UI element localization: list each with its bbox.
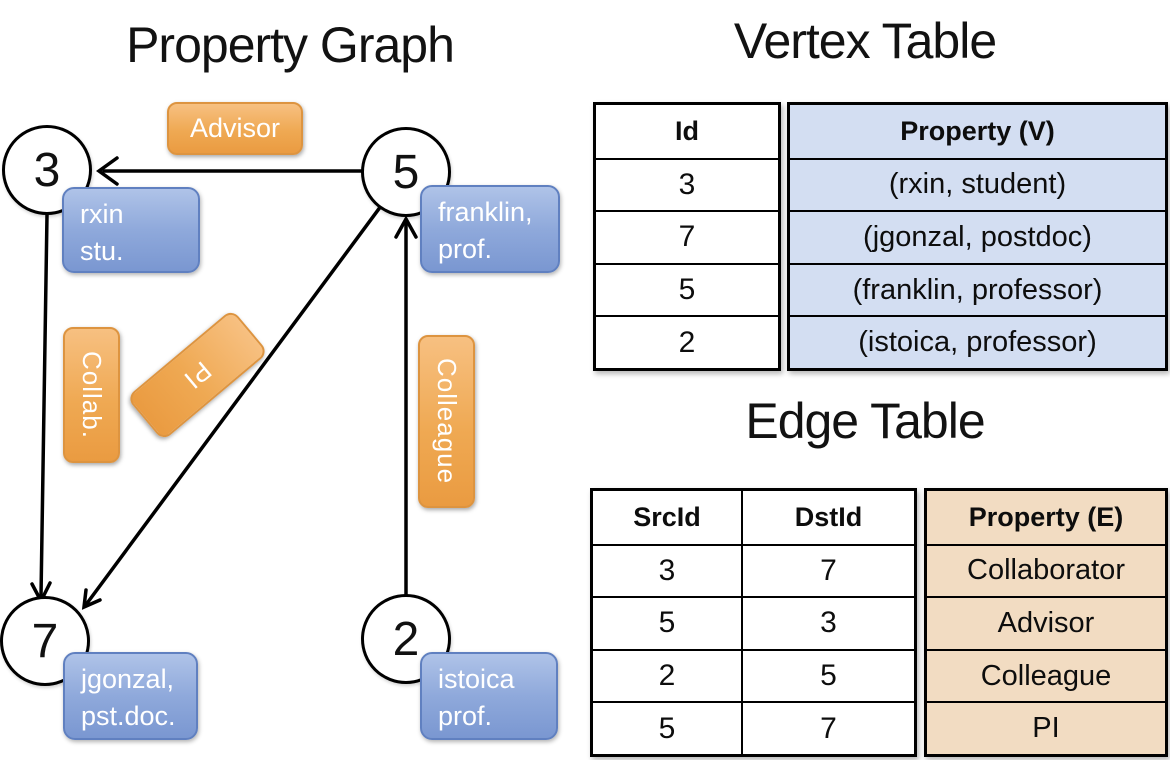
edge-label-collab-text: Collab. (77, 351, 107, 439)
arrowhead-into-7-diag (81, 588, 102, 610)
edge-table-property-column: Property (E) Collaborator Advisor Collea… (924, 488, 1168, 757)
edge-label-colleague: Colleague (418, 335, 475, 508)
vertex-property-cell: (franklin, professor) (790, 262, 1165, 316)
edge-property-cell: Collaborator (927, 543, 1165, 597)
vertex-table-id-cell: 5 (596, 262, 778, 316)
edge-srcid-cell: 5 (593, 701, 741, 754)
node-3-id: 3 (33, 143, 61, 197)
vertex-label-istoica-line2: prof. (438, 701, 493, 731)
edge-srcid-cell: 3 (593, 543, 741, 597)
vertex-table-property-column: Property (V) (rxin, student) (jgonzal, p… (787, 102, 1168, 371)
vertex-property-cell: (istoica, professor) (790, 315, 1165, 368)
vertex-label-franklin: franklin, prof. (420, 185, 560, 273)
edge-property-cell: PI (927, 701, 1165, 754)
vertex-label-rxin-line1: rxin (80, 199, 124, 229)
edge-table-title: Edge Table (745, 393, 985, 449)
edge-label-advisor: Advisor (167, 102, 303, 155)
vertex-label-jgonzal-line2: pst.doc. (81, 701, 176, 731)
edge-table-srcid-column: SrcId 3 5 2 5 (593, 491, 741, 754)
edge-dstid-cell: 7 (743, 701, 914, 754)
edge-table-header-dstid: DstId (794, 501, 863, 532)
edge-srcid-cell: 5 (593, 596, 741, 649)
vertex-table-id-cell: 7 (596, 210, 778, 263)
edge-label-collab: Collab. (63, 327, 120, 463)
edge-table-dstid-column: DstId 7 3 5 7 (741, 491, 914, 754)
edge-label-advisor-text: Advisor (189, 113, 281, 143)
vertex-label-rxin: rxin stu. (62, 187, 200, 273)
vertex-table-header-property: Property (V) (790, 105, 1165, 158)
vertex-label-istoica-line1: istoica (438, 664, 515, 694)
edge-label-pi-text: PI (178, 355, 218, 396)
vertex-table-header-id: Id (675, 115, 699, 146)
edge-table-header-srcid: SrcId (633, 501, 701, 532)
vertex-table-id-column: Id 3 7 5 2 (593, 102, 781, 371)
edge-table-id-columns: SrcId 3 5 2 5 DstId 7 3 5 7 (590, 488, 917, 757)
vertex-table-id-cell: 2 (596, 315, 778, 368)
vertex-label-jgonzal: jgonzal, pst.doc. (63, 652, 198, 740)
edge-dstid-cell: 3 (743, 596, 914, 649)
graph-edges-layer (30, 156, 418, 642)
node-5-id: 5 (392, 145, 420, 199)
edge-line-5-7 (83, 181, 400, 608)
vertex-label-rxin-line2: stu. (80, 236, 124, 266)
property-graph-title: Property Graph (126, 17, 455, 73)
edge-label-colleague-text: Colleague (432, 358, 462, 485)
vertex-table-title: Vertex Table (733, 13, 997, 69)
graph-node-2: 2 (361, 594, 451, 684)
vertex-label-istoica: istoica prof. (420, 652, 558, 740)
node-2-id: 2 (392, 612, 420, 666)
arrowhead-into-3 (96, 156, 119, 186)
vertex-label-franklin-line1: franklin, (438, 197, 533, 227)
edge-line-3-7 (39, 213, 49, 598)
edge-srcid-cell: 2 (593, 648, 741, 702)
vertex-table-id-cell: 3 (596, 157, 778, 211)
edge-dstid-cell: 7 (743, 543, 914, 597)
vertex-property-cell: (jgonzal, postdoc) (790, 210, 1165, 263)
vertex-property-cell: (rxin, student) (790, 157, 1165, 211)
edge-property-cell: Colleague (927, 648, 1165, 702)
edge-table-header-property: Property (E) (927, 491, 1165, 544)
vertex-label-jgonzal-line1: jgonzal, (81, 664, 175, 694)
arrowhead-into-5 (394, 215, 418, 239)
edge-property-cell: Advisor (927, 596, 1165, 649)
edge-dstid-cell: 5 (743, 648, 914, 702)
vertex-label-franklin-line2: prof. (438, 234, 493, 264)
node-7-id: 7 (31, 614, 59, 668)
